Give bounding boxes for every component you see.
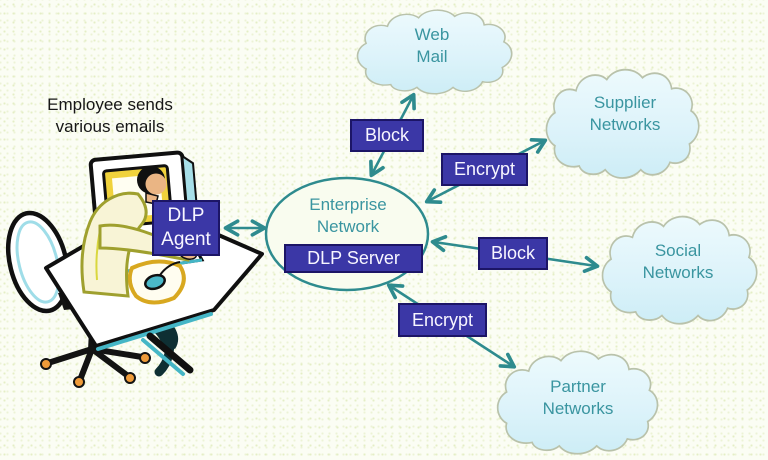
employee-clipart	[6, 150, 264, 388]
mouse	[144, 273, 166, 291]
dlp-server-box: DLP Server	[284, 244, 423, 273]
cloud-label-social-networks: Social Networks	[642, 241, 714, 282]
action-encrypt-supplier: Encrypt	[441, 153, 528, 186]
cloud-label-web-mail: Web Mail	[414, 25, 450, 66]
action-block-social: Block	[478, 237, 548, 270]
cloud-label-supplier-networks: Supplier Networks	[589, 93, 661, 134]
action-encrypt-partner: Encrypt	[398, 303, 487, 337]
enterprise-network-label: Enterprise Network	[309, 195, 387, 236]
dlp-agent-box: DLP Agent	[152, 200, 220, 256]
action-block-webmail: Block	[350, 119, 424, 152]
caption-employee: Employee sends various emails	[47, 95, 173, 136]
cloud-label-partner-networks: Partner Networks	[542, 377, 614, 418]
chair-wheels	[40, 352, 151, 388]
